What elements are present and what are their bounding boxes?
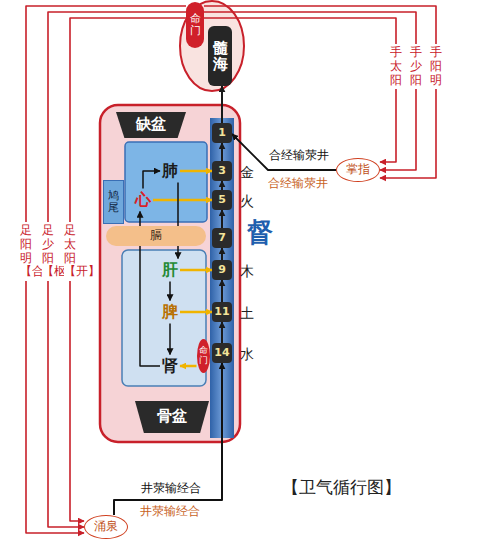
edge-label: 手太阳 [390,44,402,89]
connector [221,248,223,260]
connector [180,170,212,173]
marrow-sea-box: 髓海 [208,26,232,86]
node-text: 5 [218,194,226,207]
node-text: 命门 [199,346,208,366]
organ-label: 肝 [160,259,180,282]
connector [221,86,223,123]
connector [221,210,223,228]
edge-label: 井荥输经合 [140,482,202,496]
trapezoid-fill [116,112,186,138]
pelvis-trapezoid: 骨盆 [135,401,209,433]
text-label: 井荥输经合 [140,505,200,519]
node-text: 9 [218,264,226,277]
vertebra-number: 11 [212,302,232,322]
node-text: 肾 [162,357,178,375]
vertebra-number: 14 [212,343,232,363]
upper-organ-region [125,142,207,222]
connector [143,171,160,189]
text-label: 土 [240,305,254,321]
connector [177,183,179,259]
connector [153,199,212,202]
mingmen-oval: 命门 [197,339,210,373]
node-text: 髓海 [213,40,228,73]
node-text: 11 [214,306,229,319]
text-label: 督 [247,218,273,248]
node-text: 心 [135,191,151,209]
node-text: 7 [218,232,226,245]
node-text: 1 [218,127,226,140]
connector [204,12,416,170]
connector [180,365,197,368]
vertebra-number: 5 [212,190,232,210]
torso-outline [100,105,240,442]
mingmen-oval: 命门 [186,2,204,48]
connector [169,324,171,355]
node-text: 鸠尾 [108,190,119,214]
node-text: 脾 [162,303,178,321]
edge-label: 手阳明 [430,44,442,89]
organ-label: 心 [133,189,153,212]
connector [204,18,396,162]
head-oval [180,1,244,91]
vertebra-number: 9 [212,260,232,280]
jiuwei-box: 鸠尾 [103,180,124,224]
connector [26,6,186,533]
vertebra-number: 1 [212,123,232,143]
connector [204,6,436,178]
diaphragm-band: 膈 [106,226,206,246]
connector [221,280,223,302]
vertebra-number: 3 [212,161,232,181]
diagram-title: 【卫气循行图】 [282,478,401,498]
node-text: 3 [218,165,226,178]
node-text: 骨盆 [157,408,187,425]
connector [70,18,186,521]
vertebra-number: 7 [212,228,232,248]
node-text: 14 [214,347,229,360]
node-text: 涌泉 [94,520,118,534]
organ-label: 肺 [160,160,180,183]
connector [114,363,222,515]
palm-finger-circle: 掌指 [336,158,380,182]
text-label: 金 [240,164,254,180]
connector [180,269,212,272]
node-text: 命门 [190,13,201,37]
node-text: 缺盆 [136,116,166,133]
organ-label: 肾 [160,355,180,378]
edge-label: 足少阳【枢】 [42,222,54,281]
edge-label: 合经输荥井 [268,149,330,163]
node-text: 膈 [150,229,162,243]
node-text: 肺 [162,162,178,180]
text-label: 火 [240,193,254,209]
quepen-trapezoid: 缺盆 [116,112,186,138]
node-text: 肝 [162,261,178,279]
edge-label: 手少阳 [410,44,422,89]
yongquan-circle: 涌泉 [84,515,128,539]
edge-label: 足阳明【合】 [20,222,32,281]
text-label: 合经输荥井 [268,177,328,191]
connector [221,143,223,161]
connector [169,282,171,301]
trapezoid-fill [135,401,209,433]
connector [221,181,223,190]
text-label: 木 [240,263,254,279]
text-label: 水 [240,346,254,362]
connector [221,322,223,343]
node-text: 掌指 [346,163,370,177]
connector [48,12,186,527]
edge-label: 足太阳【开】 [64,222,76,281]
organ-label: 脾 [160,301,180,324]
connector [180,311,212,314]
